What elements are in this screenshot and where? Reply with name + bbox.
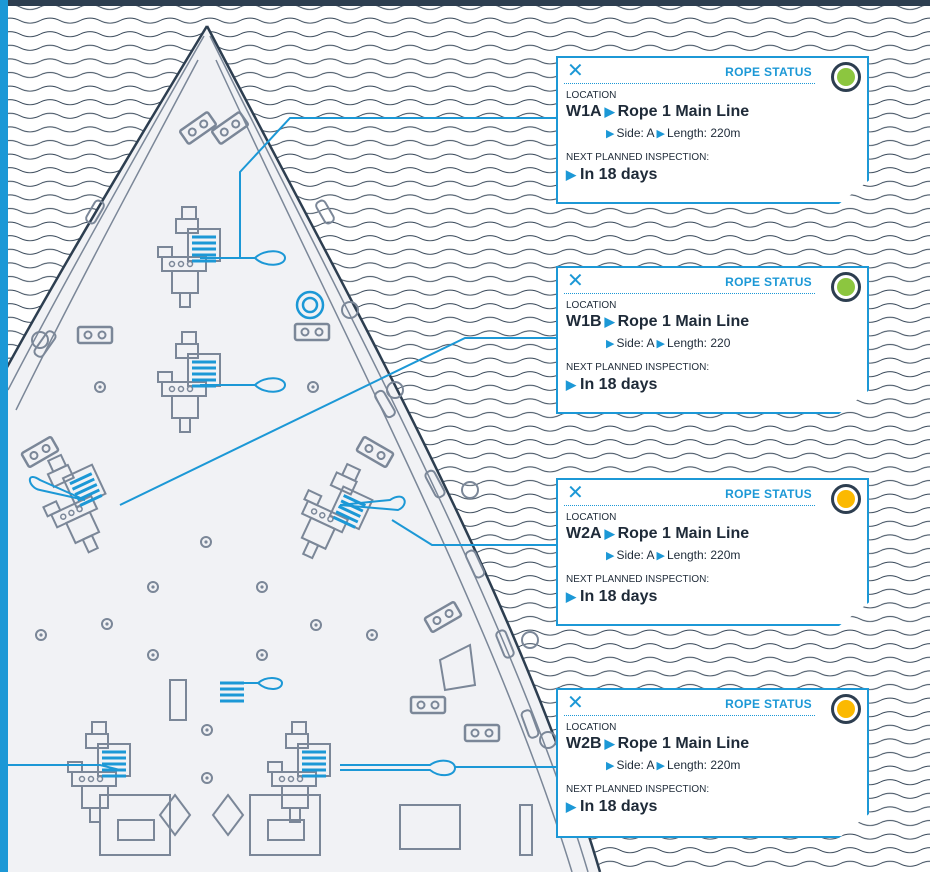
- status-indicator: [831, 62, 861, 92]
- winch-code: W2A: [566, 525, 602, 542]
- rope-side: Side: A: [616, 126, 655, 140]
- rope-status-card-w1a[interactable]: ✕ ROPE STATUS LOCATION W1A▶Rope 1 Main L…: [556, 56, 869, 204]
- triangle-right-icon: ▶: [656, 550, 665, 562]
- next-inspection-value: ▶ In 18 days: [566, 376, 867, 394]
- status-lamp: [837, 490, 855, 508]
- divider: [564, 83, 815, 84]
- rope-status-title: ROPE STATUS: [725, 275, 812, 289]
- location-label: LOCATION: [566, 722, 617, 733]
- rope-details: ▶Side: A▶Length: 220m: [604, 126, 867, 140]
- rope-side: Side: A: [616, 548, 655, 562]
- rope-status-card-w2b[interactable]: ✕ ROPE STATUS LOCATION W2B▶Rope 1 Main L…: [556, 688, 869, 838]
- rope-status-title: ROPE STATUS: [725, 487, 812, 501]
- card-header: ✕ ROPE STATUS: [558, 58, 867, 86]
- next-inspection-value: ▶ In 18 days: [566, 166, 867, 184]
- rope-name: Rope 1 Main Line: [617, 735, 750, 752]
- triangle-right-icon: ▶: [656, 760, 665, 772]
- rope-details: ▶Side: A▶Length: 220m: [604, 758, 867, 772]
- rope-length: Length: 220: [666, 336, 731, 350]
- card-header: ✕ ROPE STATUS: [558, 690, 867, 718]
- rope-details: ▶Side: A▶Length: 220m: [604, 548, 867, 562]
- rope-location: W2B▶Rope 1 Main Line: [566, 735, 867, 753]
- rope-side: Side: A: [616, 336, 655, 350]
- triangle-right-icon: ▶: [656, 338, 665, 350]
- status-indicator: [831, 484, 861, 514]
- rope-side: Side: A: [616, 758, 655, 772]
- next-inspection-label: NEXT PLANNED INSPECTION:: [566, 574, 710, 585]
- status-lamp: [837, 278, 855, 296]
- close-icon[interactable]: ✕: [567, 692, 584, 714]
- status-indicator: [831, 272, 861, 302]
- next-inspection-value: ▶ In 18 days: [566, 588, 867, 606]
- card-header: ✕ ROPE STATUS: [558, 480, 867, 508]
- rope-name: Rope 1 Main Line: [617, 103, 750, 120]
- triangle-right-icon: ▶: [604, 314, 615, 329]
- location-label: LOCATION: [566, 90, 617, 101]
- winch-code: W1A: [566, 103, 602, 120]
- divider: [564, 505, 815, 506]
- triangle-right-icon: ▶: [606, 338, 615, 350]
- triangle-right-icon: ▶: [604, 736, 615, 751]
- location-label: LOCATION: [566, 512, 617, 523]
- next-inspection-label: NEXT PLANNED INSPECTION:: [566, 152, 710, 163]
- triangle-right-icon: ▶: [566, 799, 576, 814]
- rope-status-card-w1b[interactable]: ✕ ROPE STATUS LOCATION W1B▶Rope 1 Main L…: [556, 266, 869, 414]
- rope-length: Length: 220m: [666, 126, 741, 140]
- triangle-right-icon: ▶: [606, 550, 615, 562]
- rope-length: Length: 220m: [666, 548, 741, 562]
- winch-code: W2B: [566, 735, 602, 752]
- rope-location: W2A▶Rope 1 Main Line: [566, 525, 867, 543]
- divider: [564, 715, 815, 716]
- triangle-right-icon: ▶: [604, 104, 615, 119]
- winch-code: W1B: [566, 313, 602, 330]
- card-header: ✕ ROPE STATUS: [558, 268, 867, 296]
- triangle-right-icon: ▶: [606, 760, 615, 772]
- rope-details: ▶Side: A▶Length: 220: [604, 336, 867, 350]
- divider: [564, 293, 815, 294]
- rope-location: W1B▶Rope 1 Main Line: [566, 313, 867, 331]
- rope-location: W1A▶Rope 1 Main Line: [566, 103, 867, 121]
- status-indicator: [831, 694, 861, 724]
- rope-status-title: ROPE STATUS: [725, 697, 812, 711]
- next-inspection-label: NEXT PLANNED INSPECTION:: [566, 362, 710, 373]
- rope-status-title: ROPE STATUS: [725, 65, 812, 79]
- close-icon[interactable]: ✕: [567, 270, 584, 292]
- rope-name: Rope 1 Main Line: [617, 525, 750, 542]
- rope-length: Length: 220m: [666, 758, 741, 772]
- next-inspection-label: NEXT PLANNED INSPECTION:: [566, 784, 710, 795]
- inspection-days: In 18 days: [580, 166, 658, 183]
- triangle-right-icon: ▶: [566, 589, 576, 604]
- status-lamp: [837, 68, 855, 86]
- rope-status-card-w2a[interactable]: ✕ ROPE STATUS LOCATION W2A▶Rope 1 Main L…: [556, 478, 869, 626]
- triangle-right-icon: ▶: [604, 526, 615, 541]
- rope-name: Rope 1 Main Line: [617, 313, 750, 330]
- next-inspection-value: ▶ In 18 days: [566, 798, 867, 816]
- triangle-right-icon: ▶: [656, 128, 665, 140]
- inspection-days: In 18 days: [580, 798, 658, 815]
- triangle-right-icon: ▶: [566, 377, 576, 392]
- close-icon[interactable]: ✕: [567, 60, 584, 82]
- triangle-right-icon: ▶: [606, 128, 615, 140]
- location-label: LOCATION: [566, 300, 617, 311]
- close-icon[interactable]: ✕: [567, 482, 584, 504]
- status-lamp: [837, 700, 855, 718]
- inspection-days: In 18 days: [580, 376, 658, 393]
- inspection-days: In 18 days: [580, 588, 658, 605]
- triangle-right-icon: ▶: [566, 167, 576, 182]
